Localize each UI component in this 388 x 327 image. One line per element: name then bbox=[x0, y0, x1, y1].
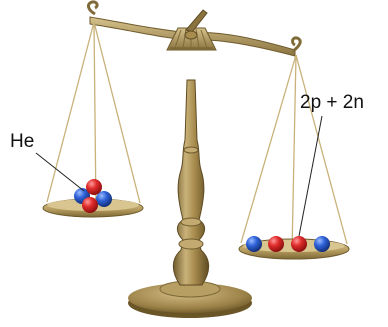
nucleons-label: 2p + 2n bbox=[300, 92, 364, 114]
nucleons-leader-line bbox=[299, 116, 322, 236]
helium-label: He bbox=[10, 131, 34, 153]
scale-base bbox=[128, 281, 252, 318]
proton-sphere bbox=[268, 236, 284, 252]
scale-pivot bbox=[167, 10, 216, 50]
right-pan-strings bbox=[241, 55, 347, 252]
neutron-sphere bbox=[246, 236, 262, 252]
neutron-sphere bbox=[314, 236, 330, 252]
scale-post bbox=[173, 80, 208, 285]
he-leader-line bbox=[36, 153, 84, 191]
proton-sphere bbox=[82, 197, 98, 213]
proton-sphere bbox=[291, 236, 307, 252]
proton-sphere bbox=[86, 179, 102, 195]
